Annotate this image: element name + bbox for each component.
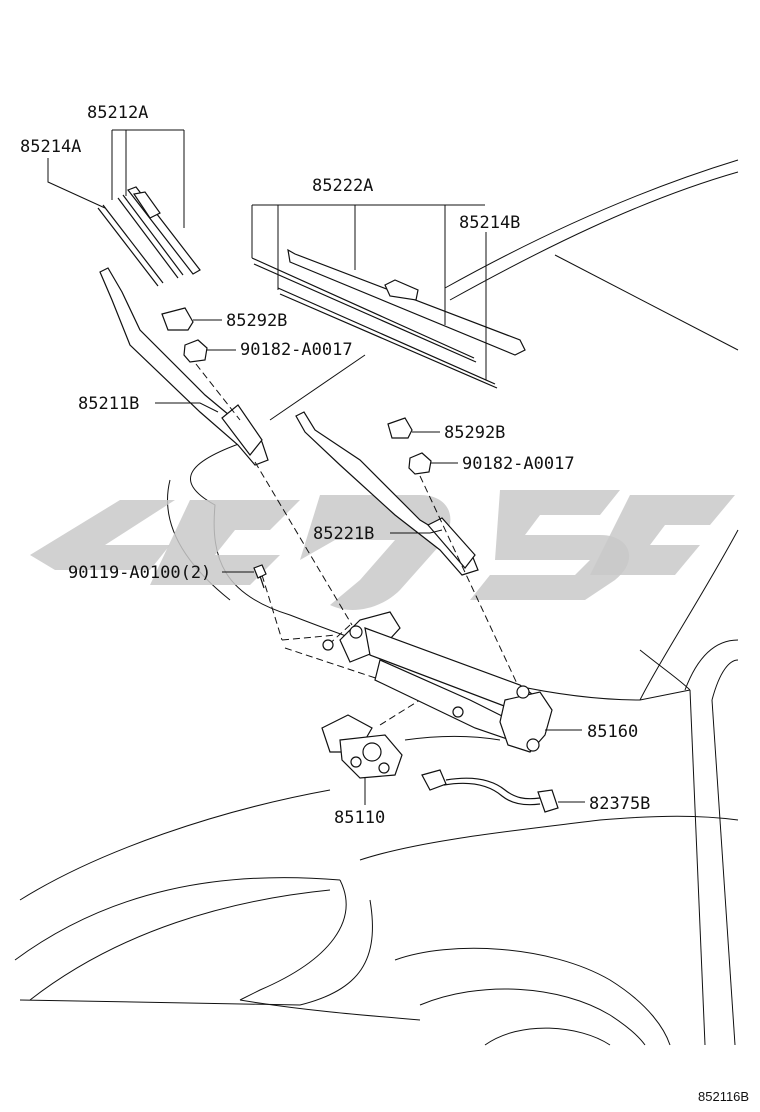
- callout-90182-left: 90182-A0017: [240, 340, 353, 360]
- right-arm-cap: [387, 417, 413, 439]
- callout-85212A: 85212A: [87, 103, 148, 123]
- callout-90182-right: 90182-A0017: [462, 454, 575, 474]
- right-arm-nut: [408, 452, 432, 475]
- figure-reference: 852116B: [698, 1089, 749, 1104]
- bolt: [253, 564, 267, 589]
- leader-85211B: [155, 402, 219, 413]
- callout-85110: 85110: [334, 808, 385, 828]
- left-wiper-arm: [99, 267, 269, 466]
- callout-85214B: 85214B: [459, 213, 520, 233]
- callout-labels: 85212A 85214A 85222A 85214B 85292B 90182…: [20, 103, 749, 1104]
- vehicle-body-outline: [14, 159, 739, 1046]
- leader-85212A: [111, 129, 185, 228]
- left-arm-cap: [161, 307, 194, 331]
- callout-85221B: 85221B: [313, 524, 374, 544]
- callout-90119: 90119-A0100(2): [68, 563, 211, 583]
- callout-82375B: 82375B: [589, 794, 650, 814]
- callout-85292B-right: 85292B: [444, 423, 505, 443]
- watermark-logo: [30, 490, 735, 610]
- wiper-motor: [321, 714, 403, 779]
- leader-85221B: [390, 529, 443, 534]
- callout-85292B-left: 85292B: [226, 311, 287, 331]
- callout-85160: 85160: [587, 722, 638, 742]
- wiper-wire: [421, 769, 559, 813]
- right-wiper-blade: [251, 248, 526, 389]
- callout-85222A: 85222A: [312, 176, 373, 196]
- wiper-link-assembly: [322, 611, 553, 753]
- left-wiper-blade: [97, 186, 201, 287]
- leader-85222A: [251, 204, 485, 325]
- callout-85214A: 85214A: [20, 137, 81, 157]
- callout-85211B: 85211B: [78, 394, 139, 414]
- leader-85214A: [47, 158, 106, 209]
- assembly-dashed-lines: [195, 363, 521, 726]
- left-arm-nut: [183, 339, 208, 363]
